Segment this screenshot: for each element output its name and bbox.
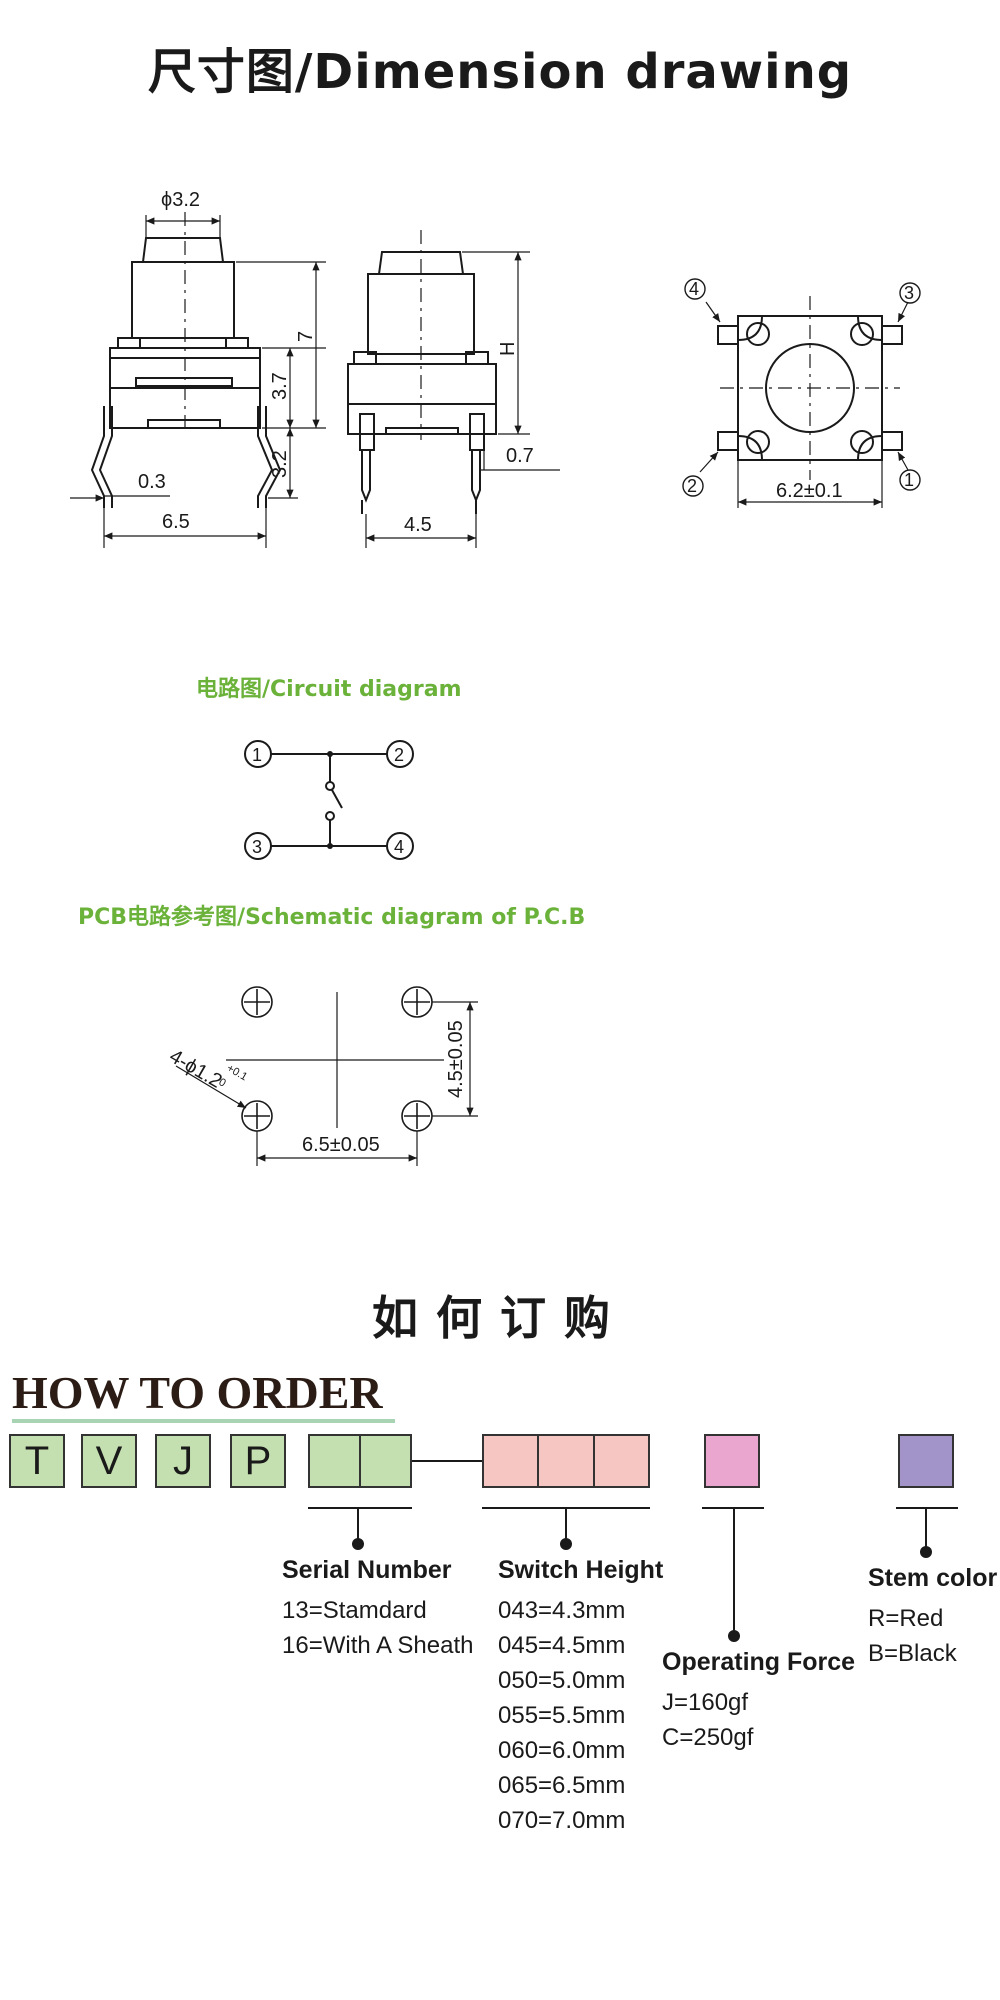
side-view-middle bbox=[347, 230, 497, 514]
code-box-p: P bbox=[230, 1434, 286, 1488]
switch-height-option: 070=7.0mm bbox=[498, 1807, 626, 1834]
switch-height-boxes bbox=[482, 1434, 650, 1488]
pin-4-label: 4 bbox=[689, 279, 699, 299]
switch-height-option: 060=6.0mm bbox=[498, 1737, 626, 1764]
operating-force-header: Operating Force bbox=[662, 1648, 856, 1676]
code-box-t: T bbox=[9, 1434, 65, 1488]
order-title-underline bbox=[12, 1419, 395, 1423]
code-box-j: J bbox=[155, 1434, 211, 1488]
circuit-diagram bbox=[244, 740, 414, 860]
dim-3-7: 3.7 bbox=[269, 372, 291, 400]
dimension-drawing: ϕ3.2 7 3.7 3.2 0.3 6.5 H 0.7 4.5 6.2±0.1… bbox=[70, 189, 921, 1166]
order-title-cn: 如何订购 bbox=[372, 1291, 628, 1345]
top-view-dims bbox=[699, 301, 909, 508]
dim-3-2: 3.2 bbox=[269, 450, 291, 478]
dim-7: 7 bbox=[295, 331, 317, 342]
serial-number-option: 16=With A Sheath bbox=[282, 1632, 474, 1659]
switch-height-option: 043=4.3mm bbox=[498, 1597, 626, 1624]
operating-force-option: J=160gf bbox=[662, 1689, 749, 1716]
circuit-diagram-title: 电路图/Circuit diagram bbox=[196, 677, 462, 702]
side-view-left-dims bbox=[70, 215, 326, 548]
dim-6-2: 6.2±0.1 bbox=[776, 480, 843, 502]
stem-color-option: B=Black bbox=[868, 1640, 957, 1667]
stem-color-box bbox=[898, 1434, 954, 1488]
switch-height-header: Switch Height bbox=[498, 1556, 664, 1584]
pin-2-label: 2 bbox=[687, 476, 697, 496]
pcb-horizontal-dim: 6.5±0.05 bbox=[302, 1134, 380, 1156]
switch-height-option: 065=6.5mm bbox=[498, 1772, 626, 1799]
side-view-left bbox=[90, 212, 282, 508]
switch-height-option: 050=5.0mm bbox=[498, 1667, 626, 1694]
pcb-hole-tol-down: 0 bbox=[217, 1076, 228, 1089]
stem-color-header: Stem color bbox=[868, 1564, 998, 1592]
circuit-node-4: 4 bbox=[394, 837, 404, 857]
pcb-hole-tol-up: +0.1 bbox=[225, 1062, 250, 1083]
dim-phi3-2: ϕ3.2 bbox=[161, 189, 200, 211]
circuit-node-1: 1 bbox=[252, 745, 262, 765]
order-title-en: HOW TO ORDER bbox=[12, 1367, 383, 1418]
serial-number-header: Serial Number bbox=[282, 1556, 452, 1584]
circuit-node-2: 2 bbox=[394, 745, 404, 765]
dim-0-3: 0.3 bbox=[138, 471, 166, 493]
pcb-vertical-dim: 4.5±0.05 bbox=[445, 1020, 467, 1098]
pcb-schematic bbox=[175, 986, 478, 1166]
code-box-v: V bbox=[81, 1434, 137, 1488]
dim-H: H bbox=[497, 342, 519, 356]
page-title: 尺寸图/Dimension drawing bbox=[147, 44, 853, 100]
operating-force-option: C=250gf bbox=[662, 1724, 754, 1751]
side-view-middle-dims bbox=[365, 251, 560, 548]
dim-6-5: 6.5 bbox=[162, 511, 190, 533]
pin-1-label: 1 bbox=[904, 470, 914, 490]
serial-number-option: 13=Stamdard bbox=[282, 1597, 427, 1624]
dim-4-5: 4.5 bbox=[404, 514, 432, 536]
operating-force-box bbox=[704, 1434, 760, 1488]
stem-color-column: Stem color R=Red B=Black bbox=[868, 1564, 997, 1671]
switch-height-option: 045=4.5mm bbox=[498, 1632, 626, 1659]
circuit-node-3: 3 bbox=[252, 837, 262, 857]
switch-height-column: Switch Height 043=4.3mm 045=4.5mm 050=5.… bbox=[498, 1556, 663, 1838]
top-view bbox=[717, 296, 903, 480]
pin-3-label: 3 bbox=[904, 283, 914, 303]
operating-force-column: Operating Force J=160gf C=250gf bbox=[662, 1648, 855, 1755]
switch-height-option: 055=5.5mm bbox=[498, 1702, 626, 1729]
pcb-diagram-title: PCB电路参考图/Schematic diagram of P.C.B bbox=[78, 905, 586, 930]
dim-0-7: 0.7 bbox=[506, 445, 534, 467]
serial-number-column: Serial Number 13=Stamdard 16=With A Shea… bbox=[282, 1556, 473, 1663]
stem-color-option: R=Red bbox=[868, 1605, 944, 1632]
serial-number-boxes bbox=[308, 1434, 412, 1488]
